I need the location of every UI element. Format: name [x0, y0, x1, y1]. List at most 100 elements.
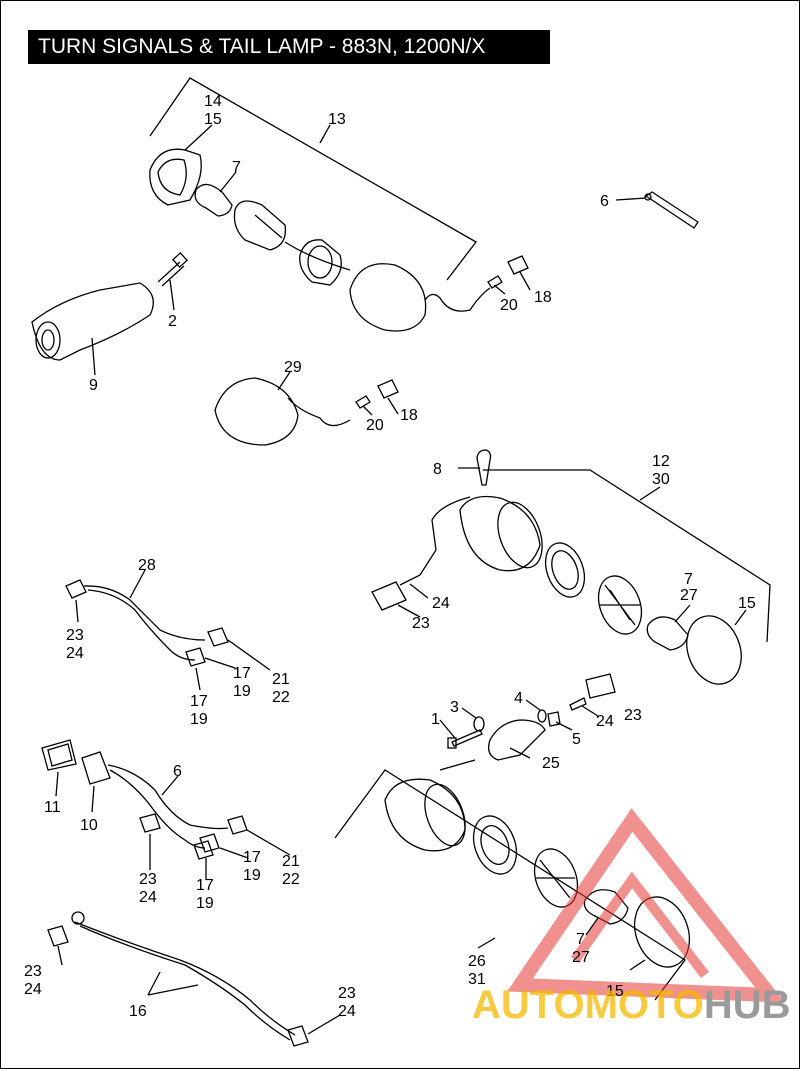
- harness-6: [41, 739, 291, 880]
- callout-8: 8: [433, 461, 442, 478]
- callout-15: 15: [606, 983, 624, 1000]
- callout-17: 17: [243, 849, 261, 866]
- callout-18: 18: [534, 289, 552, 306]
- connector-16-right: [287, 1025, 309, 1047]
- callout-22: 22: [282, 871, 300, 888]
- callout-24: 24: [139, 889, 157, 906]
- washer-3: [473, 716, 485, 732]
- housing-13: [349, 263, 427, 332]
- terminal-20b: [355, 395, 371, 409]
- callout-24: 24: [596, 713, 614, 730]
- callout-11: 11: [44, 799, 61, 816]
- callout-13: 13: [328, 111, 346, 128]
- bracket-9: [31, 282, 154, 361]
- turn-signal-assembly-13: [149, 77, 531, 332]
- lens-15: [686, 615, 742, 685]
- callout-17: 17: [233, 665, 251, 682]
- callout-16: 16: [129, 1003, 147, 1020]
- callout-9: 9: [89, 377, 98, 394]
- stud-2: [157, 261, 185, 287]
- mount-2-9: [31, 252, 188, 376]
- callout-26: 26: [468, 953, 486, 970]
- callout-23: 23: [624, 707, 642, 724]
- module-10: [81, 751, 111, 785]
- callout-18: 18: [400, 407, 418, 424]
- turn-signal-assembly-12-30: [371, 449, 771, 685]
- callout-23: 23: [338, 985, 356, 1002]
- callout-3: 3: [450, 699, 459, 716]
- bracket-13: [149, 77, 477, 281]
- callout-14: 14: [204, 93, 222, 110]
- callout-27: 27: [572, 949, 590, 966]
- connector-21-22a: [207, 627, 229, 647]
- callout-24: 24: [338, 1003, 356, 1020]
- callout-6: 6: [600, 193, 609, 210]
- mount-hardware: [439, 673, 616, 761]
- socket-13: [233, 200, 287, 251]
- cotter-pin-6: [615, 191, 699, 229]
- bracket-25: [487, 719, 546, 761]
- callout-23: 23: [139, 871, 157, 888]
- watermark-part1: AUTOMOTO: [472, 983, 704, 1027]
- bracket-12-30: [483, 469, 771, 643]
- callout-24: 24: [432, 595, 450, 612]
- turn-signal-assembly-26-31: [334, 759, 691, 1001]
- leader-14: [184, 124, 213, 151]
- grommet-13: [299, 239, 342, 286]
- connector-23-24d: [139, 813, 161, 833]
- callout-20: 20: [366, 417, 384, 434]
- nut-5: [547, 711, 561, 727]
- washer-4: [537, 709, 547, 723]
- callout-28: 28: [138, 557, 156, 574]
- callout-17: 17: [190, 693, 208, 710]
- callout-24: 24: [66, 645, 84, 662]
- harness-16: [47, 911, 341, 1047]
- terminal-24c: [569, 697, 587, 711]
- page-title: TURN SIGNALS & TAIL LAMP - 883N, 1200N/X: [28, 30, 550, 64]
- connector-18b: [377, 379, 399, 399]
- callout-19: 19: [196, 895, 214, 912]
- stud-8: [476, 449, 492, 486]
- callout-19: 19: [233, 683, 251, 700]
- bolt-1: [451, 729, 483, 747]
- callout-21: 21: [272, 671, 290, 688]
- connector-23c: [585, 673, 616, 699]
- callout-2: 2: [168, 313, 177, 330]
- callout-4: 4: [514, 690, 523, 707]
- connector-17-19a: [185, 647, 206, 667]
- callout-1: 1: [431, 711, 440, 728]
- leader-13: [319, 124, 331, 144]
- callout-23: 23: [24, 963, 42, 980]
- harness-28: [65, 569, 271, 691]
- leader-7: [219, 171, 237, 193]
- callout-19: 19: [243, 867, 261, 884]
- lamp-29: [214, 371, 399, 446]
- relay-11: [41, 739, 77, 771]
- callout-25: 25: [542, 755, 560, 772]
- callout-5: 5: [572, 731, 581, 748]
- callout-17: 17: [196, 877, 214, 894]
- bulb-7-27: [646, 616, 689, 651]
- callout-15: 15: [738, 595, 756, 612]
- lens-15c: [633, 896, 691, 968]
- connector-18a: [507, 255, 529, 275]
- callout-30: 30: [652, 471, 670, 488]
- callout-7: 7: [684, 571, 693, 588]
- callout-31: 31: [468, 971, 486, 988]
- watermark-text: AUTOMOTOHUB: [472, 983, 791, 1027]
- callout-24: 24: [24, 981, 42, 998]
- callout-7: 7: [232, 159, 241, 176]
- callout-27: 27: [680, 587, 698, 604]
- connector-23a: [371, 581, 407, 611]
- callout-22: 22: [272, 689, 290, 706]
- connector-17-19c: [199, 833, 220, 853]
- terminal-20a: [487, 275, 503, 289]
- watermark-logo: [507, 808, 785, 1003]
- bulb-7: [194, 183, 233, 217]
- callout-7: 7: [576, 931, 585, 948]
- callout-10: 10: [80, 817, 98, 834]
- callout-20: 20: [500, 297, 518, 314]
- callout-21: 21: [282, 853, 300, 870]
- lens-ring-14-15: [149, 148, 202, 206]
